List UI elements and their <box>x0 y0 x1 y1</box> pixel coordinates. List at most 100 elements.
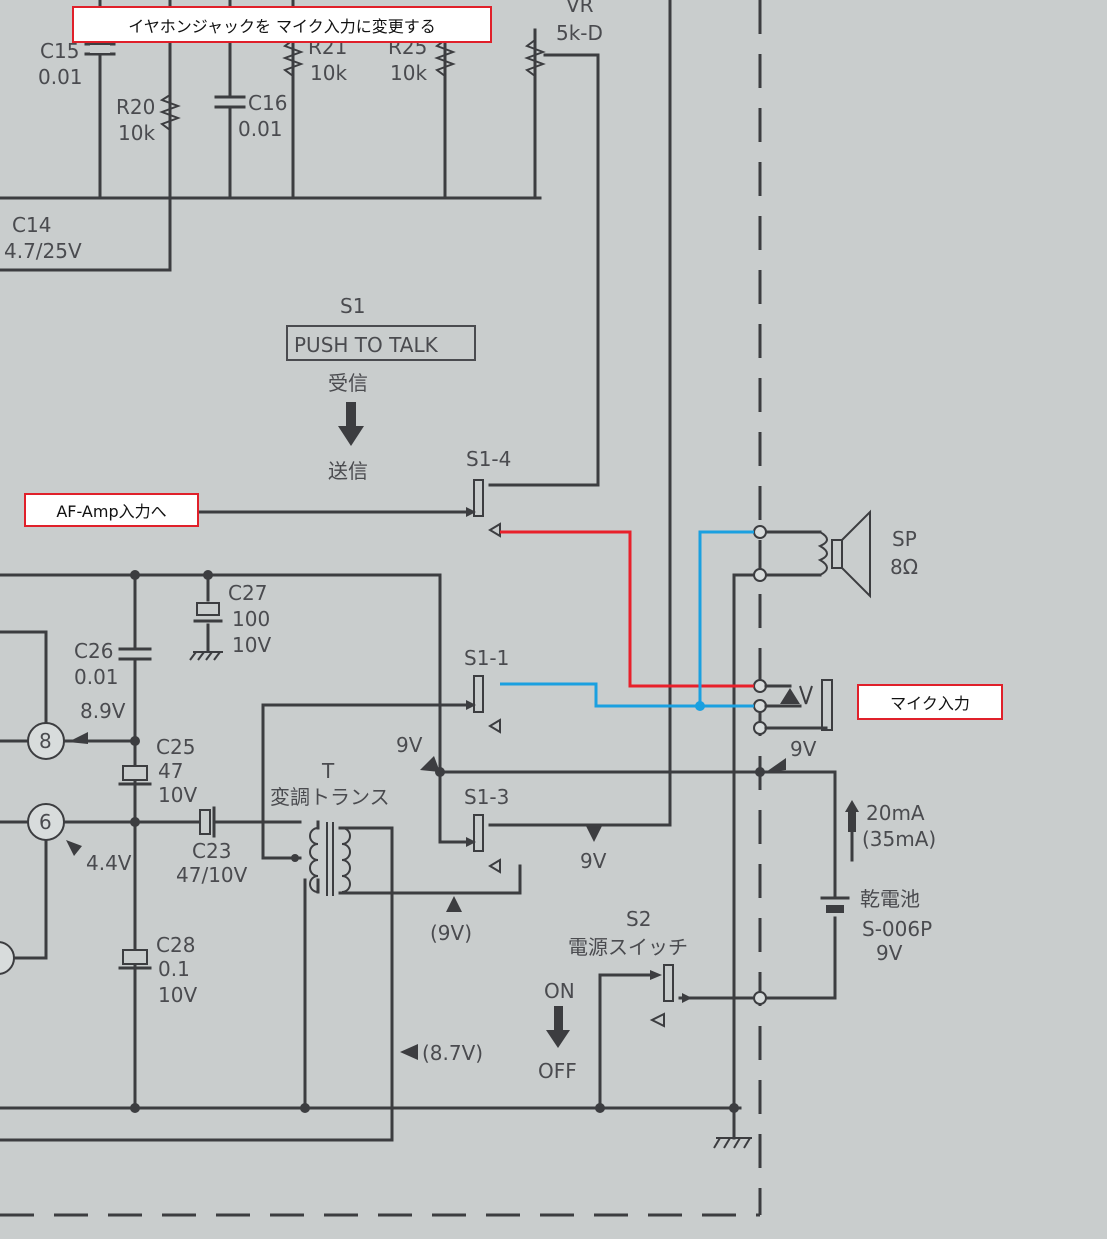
s2-switch <box>649 964 692 1028</box>
node <box>595 1103 605 1113</box>
battery-model: S-006P <box>862 917 932 941</box>
c27-capacitor <box>189 602 223 661</box>
v87-label: (8.7V) <box>422 1041 483 1065</box>
ic-pin-6-label: 6 <box>39 810 52 834</box>
vr-value: 5k-D <box>556 21 603 45</box>
s1-transmit-label: 送信 <box>328 459 368 483</box>
s1-3-switch <box>466 814 501 874</box>
battery-icon <box>820 896 850 913</box>
c15-label: C15 <box>40 39 79 63</box>
terminal <box>753 679 767 693</box>
node <box>729 1103 739 1113</box>
v9-s13-label: 9V <box>580 849 607 873</box>
c26-value: 0.01 <box>74 665 119 689</box>
s1-box <box>286 325 476 361</box>
s1-4-label: S1-4 <box>466 447 511 471</box>
c25-capacitor <box>118 765 152 786</box>
node <box>300 1103 310 1113</box>
terminal <box>753 699 767 713</box>
r20-resistor <box>159 94 181 131</box>
s1-label: S1 <box>340 294 365 318</box>
c28-capacitor <box>118 949 152 970</box>
node <box>755 767 765 777</box>
c26-capacitor <box>118 647 152 661</box>
c28-value: 0.1 <box>158 957 190 981</box>
c26-label: C26 <box>74 639 113 663</box>
s1-1-switch <box>466 675 501 734</box>
c28-label: C28 <box>156 933 195 957</box>
r20-value: 10k <box>118 121 155 145</box>
voltage-marker-icon <box>420 756 440 772</box>
c14-label: C14 <box>12 213 51 237</box>
c16-capacitor <box>214 95 246 109</box>
down-arrow-icon <box>338 402 364 446</box>
s1-1-label: S1-1 <box>464 646 509 670</box>
v9-paren-label: (9V) <box>430 921 472 945</box>
s2-off-label: OFF <box>538 1059 577 1083</box>
r25-value: 10k <box>390 61 427 85</box>
c27-value: 100 <box>232 607 270 631</box>
c25-label: C25 <box>156 735 195 759</box>
v9-right-label: 9V <box>790 737 817 761</box>
v89-label: 8.9V <box>80 699 126 723</box>
node <box>203 570 213 580</box>
transformer-coils <box>309 820 351 896</box>
down-arrow-icon <box>546 1006 570 1048</box>
c23-label: C23 <box>192 839 231 863</box>
node <box>130 570 140 580</box>
current-arrow-icon <box>845 800 859 862</box>
ic-pin-6 <box>27 803 65 841</box>
ground-icon <box>713 1128 752 1149</box>
c23-capacitor <box>199 806 216 838</box>
r21-value: 10k <box>310 61 347 85</box>
s2-label: S2 <box>626 907 651 931</box>
voltage-marker-icon <box>68 732 88 744</box>
node <box>130 736 140 746</box>
s1-1-blue-wire <box>500 682 754 708</box>
terminal <box>753 721 767 735</box>
c25-value: 47 <box>158 759 183 783</box>
r25-resistor <box>434 39 456 77</box>
s1-3-label: S1-3 <box>464 785 509 809</box>
current-label-2: (35mA) <box>862 827 936 851</box>
speaker-blue-wire <box>698 530 754 706</box>
voltage-marker-icon <box>446 896 462 912</box>
mic-input-callout: マイク入力 <box>857 684 1003 720</box>
voltage-marker-icon <box>66 840 82 856</box>
c27-label: C27 <box>228 581 267 605</box>
vr-label: VR <box>566 0 594 17</box>
speaker-icon <box>758 509 871 599</box>
transformer-name: 変調トランス <box>270 785 390 809</box>
c15-capacitor <box>84 42 116 56</box>
af-amp-callout: AF-Amp入力へ <box>24 493 199 527</box>
s2-on-label: ON <box>544 979 575 1003</box>
terminal <box>753 568 767 582</box>
c15-value: 0.01 <box>38 65 83 89</box>
node <box>130 817 140 827</box>
c14-value: 4.7/25V <box>4 239 82 263</box>
title-callout: イヤホンジャックを マイク入力に変更する <box>72 6 492 43</box>
jack-icon <box>780 679 833 731</box>
speaker-value: 8Ω <box>890 555 918 579</box>
ic-pin-partial <box>0 941 15 975</box>
transformer-label: T <box>321 759 335 783</box>
c16-value: 0.01 <box>238 117 283 141</box>
r20-label: R20 <box>116 95 155 119</box>
voltage-marker-icon <box>766 758 786 772</box>
blue-junction-node <box>695 701 705 711</box>
ic-pin-8 <box>27 722 65 760</box>
s1-4-switch <box>466 479 501 538</box>
c16-label: C16 <box>248 91 287 115</box>
c25-voltage: 10V <box>158 783 197 807</box>
vr-resistor <box>524 39 546 77</box>
s2-name: 電源スイッチ <box>568 935 688 959</box>
battery-voltage: 9V <box>876 941 903 965</box>
v44-label: 4.4V <box>86 851 132 875</box>
node <box>291 854 299 862</box>
c23-value: 47/10V <box>176 863 248 887</box>
voltage-marker-icon <box>586 826 602 842</box>
speaker-label: SP <box>892 527 917 551</box>
c27-voltage: 10V <box>232 633 271 657</box>
